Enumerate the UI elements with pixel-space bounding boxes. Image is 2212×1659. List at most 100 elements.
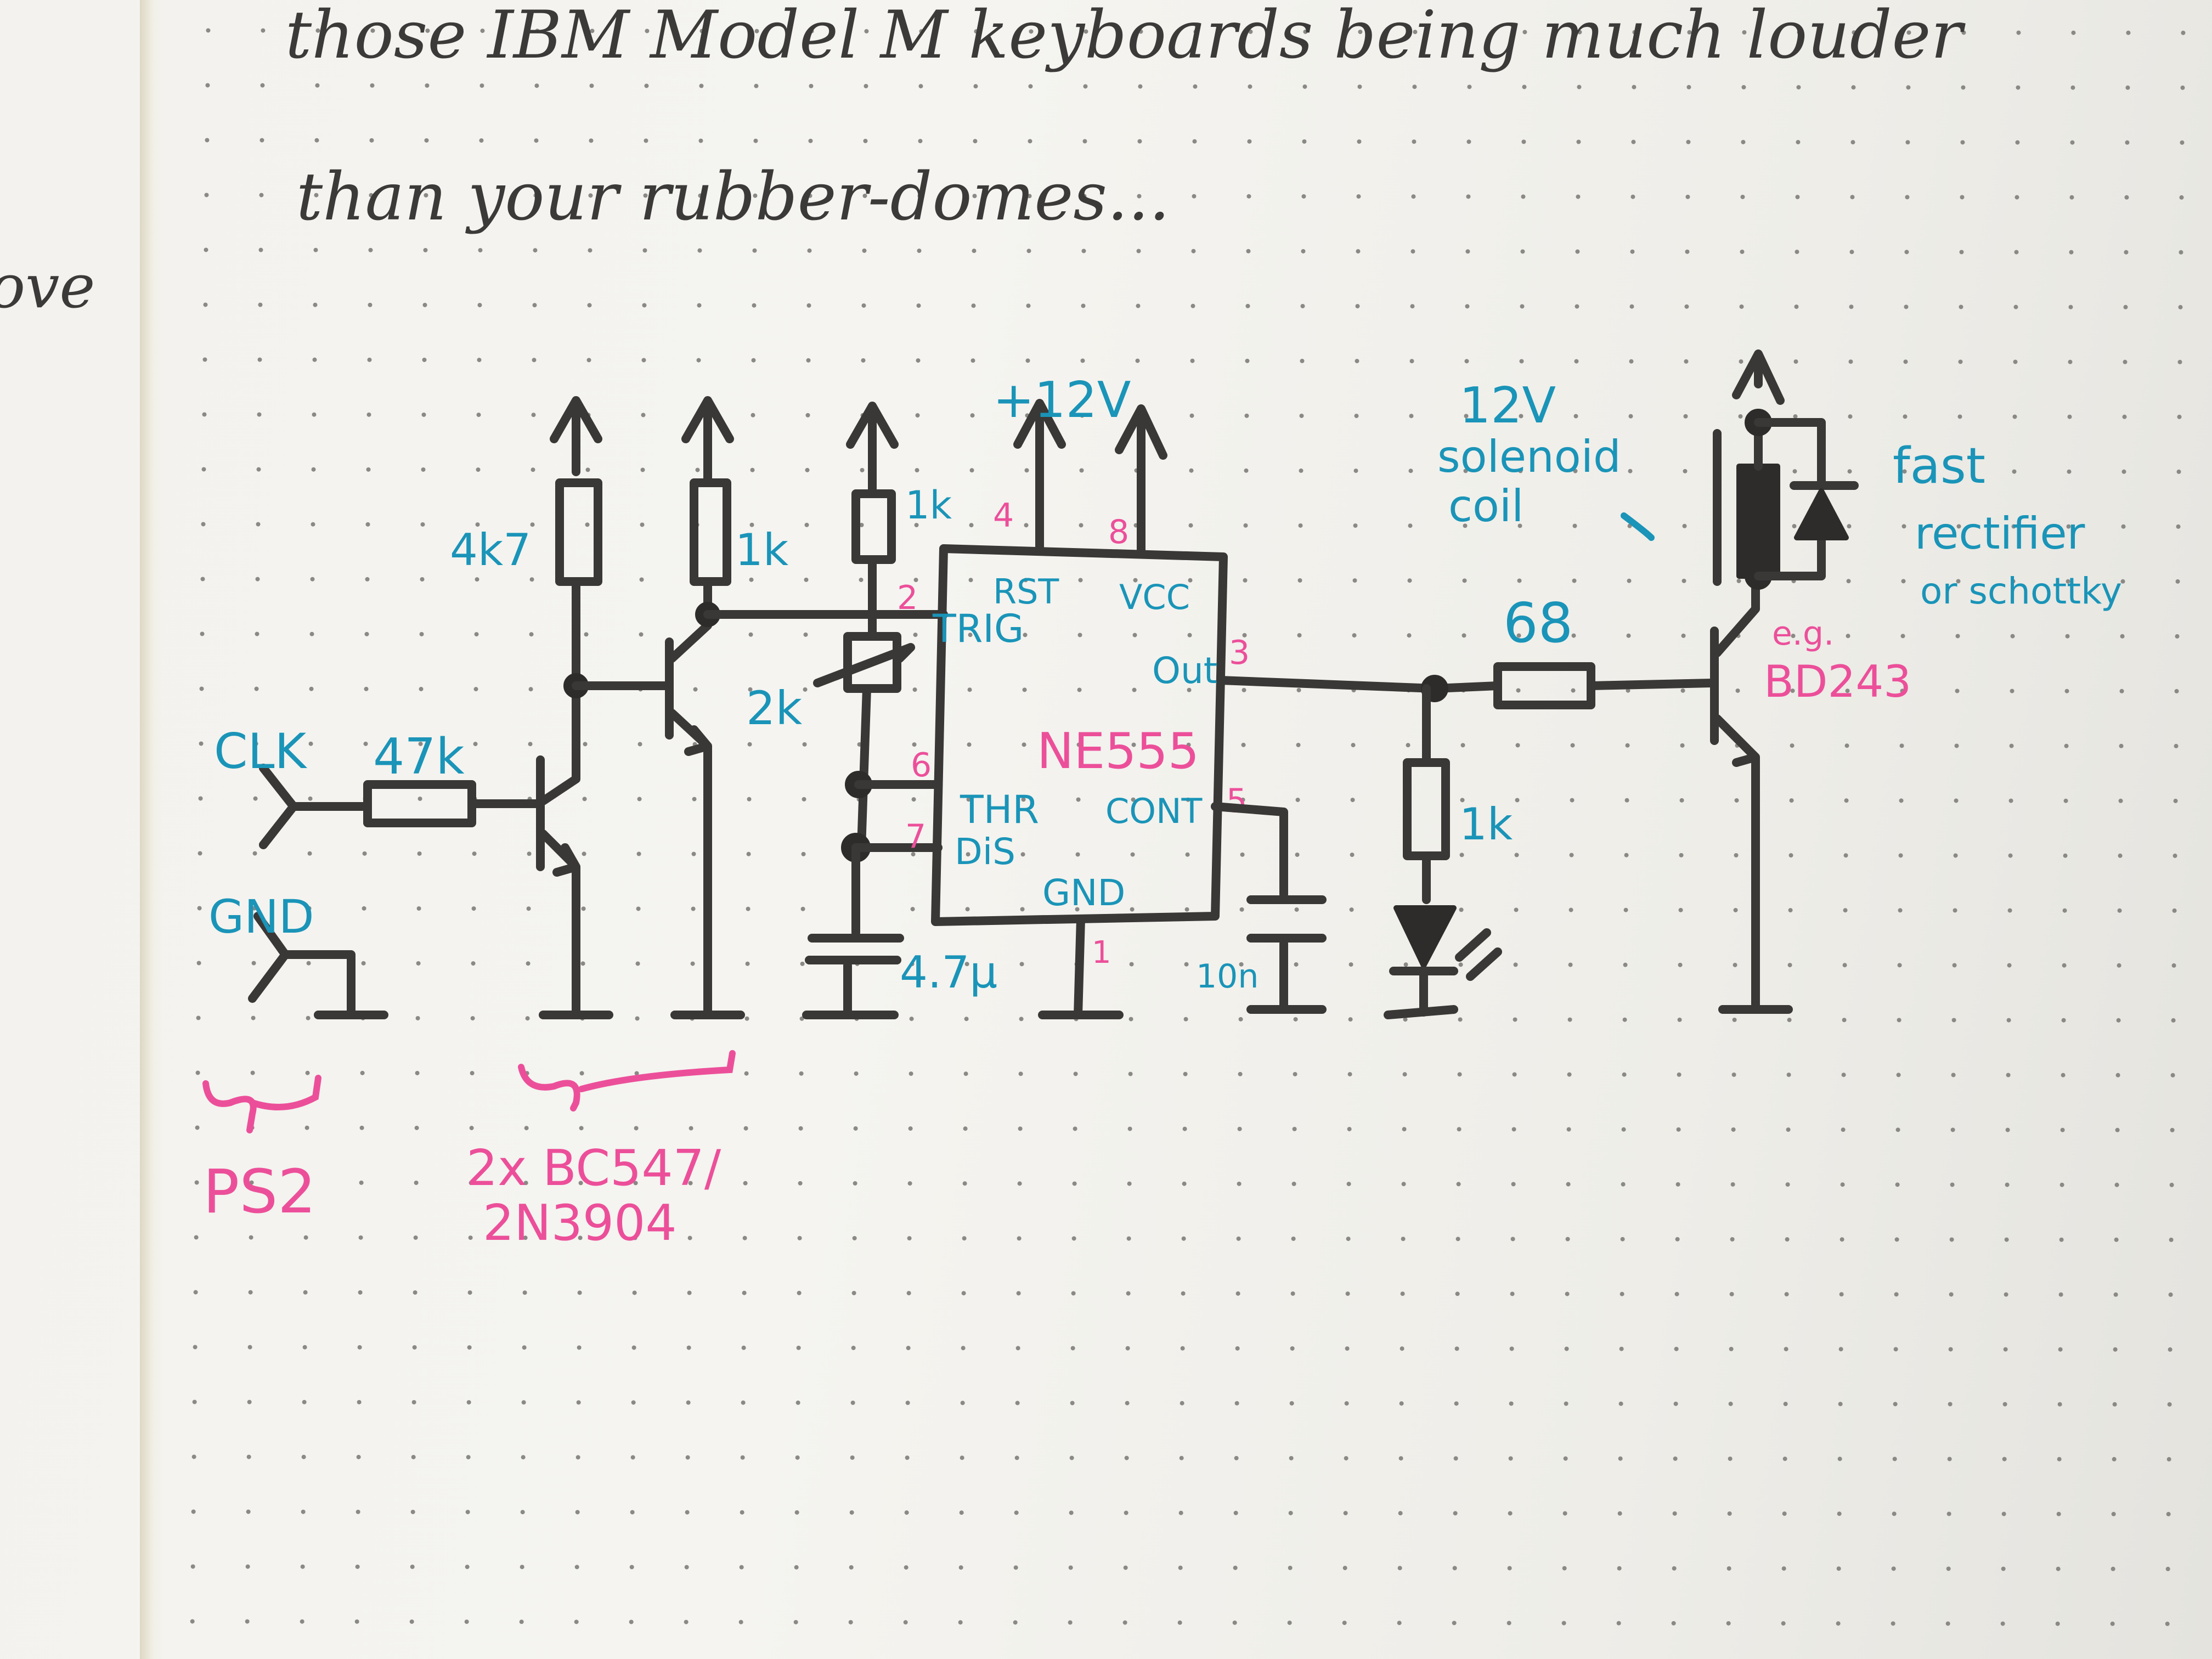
grid-dot: [1850, 195, 1855, 200]
grid-dot: [1124, 1510, 1128, 1515]
grid-dot: [1401, 1182, 1406, 1187]
grid-dot: [2122, 414, 2127, 419]
grid-dot: [1081, 303, 1086, 308]
grid-dot: [1671, 1621, 1676, 1626]
grid-dot: [527, 851, 532, 856]
grid-dot: [1076, 797, 1081, 802]
grid-dot: [260, 83, 265, 88]
grid-dot: [300, 1619, 304, 1624]
grid-dot: [2179, 250, 2183, 255]
grid-dot: [1573, 469, 1578, 473]
grid-dot: [749, 522, 754, 527]
grid-dot: [964, 1017, 969, 1022]
grid-dot: [968, 633, 973, 637]
grid-dot: [200, 631, 205, 636]
grid-dot: [2177, 414, 2182, 419]
grid-dot: [1237, 1126, 1242, 1131]
grid-dot: [363, 741, 368, 746]
grid-dot: [1402, 1072, 1407, 1077]
grid-dot: [309, 631, 314, 636]
grid-dot: [253, 741, 258, 746]
grid-dot: [972, 249, 977, 253]
grid-dot: [1029, 29, 1034, 34]
grid-dot: [1467, 84, 1472, 89]
grid-dot: [1848, 414, 1853, 419]
grid-dot: [1290, 1346, 1295, 1351]
grid-dot: [963, 1126, 968, 1131]
grid-dot: [472, 851, 477, 856]
pin-cont-name: CONT: [1105, 791, 1203, 831]
grid-dot: [746, 851, 751, 856]
grid-dot: [1949, 1292, 1954, 1297]
grid-dot: [190, 1619, 195, 1624]
grid-dot: [1568, 962, 1573, 967]
grid-dot: [410, 1564, 415, 1569]
grid-dot: [917, 194, 922, 199]
grid-dot: [2014, 250, 2019, 255]
grid-dot: [1183, 1017, 1188, 1022]
grid-dot: [308, 796, 313, 801]
grid-dot: [1788, 908, 1793, 913]
grid-dot: [247, 1400, 252, 1404]
grid-dot: [635, 961, 640, 966]
grid-dot: [1617, 1566, 1622, 1571]
grid-dot: [958, 1565, 963, 1570]
capacitor-4u7-label: 4.7µ: [900, 947, 997, 998]
grid-dot: [1135, 358, 1140, 363]
grid-dot: [2062, 963, 2067, 968]
grid-dot: [1516, 633, 1521, 638]
grid-dot: [1895, 1127, 1900, 1132]
grid-dot: [635, 1016, 640, 1021]
grid-dot: [689, 1126, 693, 1131]
grid-dot: [1955, 634, 1960, 639]
grid-dot: [1733, 907, 1738, 912]
grid-dot: [1619, 1346, 1624, 1351]
grid-dot: [589, 138, 594, 143]
grid-dot: [909, 1017, 914, 1022]
grid-dot: [1728, 1401, 1733, 1406]
grid-dot: [1569, 853, 1574, 857]
grid-dot: [306, 961, 311, 966]
grid-dot: [1508, 1511, 1513, 1516]
grid-dot: [1412, 84, 1417, 89]
grid-dot: [913, 633, 918, 637]
grid-dot: [743, 1181, 748, 1186]
grid-dot: [1950, 1182, 1955, 1187]
grid-dot: [1621, 1182, 1626, 1187]
grid-dot: [206, 28, 211, 33]
grid-dot: [795, 1455, 800, 1460]
grid-dot: [1949, 1237, 1954, 1242]
grid-dot: [1515, 798, 1520, 803]
grid-dot: [961, 1291, 966, 1296]
grid-dot: [473, 687, 478, 692]
grid-dot: [252, 851, 257, 856]
grid-dot: [1620, 1237, 1625, 1242]
grid-dot: [742, 1290, 747, 1295]
grid-dot: [1343, 1511, 1348, 1516]
grid-dot: [1519, 414, 1523, 419]
grid-dot: [578, 1235, 583, 1240]
grid-dot: [2061, 1073, 2066, 1077]
grid-dot: [2165, 1621, 2170, 1626]
grid-dot: [579, 1126, 584, 1131]
ps2-brace: [202, 1075, 321, 1133]
grid-dot: [1398, 1456, 1403, 1461]
grid-dot: [746, 906, 751, 911]
grid-dot: [2069, 250, 2074, 255]
grid-dot: [2171, 963, 2176, 968]
grid-dot: [2013, 304, 2018, 309]
grid-dot: [1294, 907, 1299, 912]
grid-dot: [587, 303, 592, 308]
grid-dot: [524, 1126, 529, 1131]
grid-dot: [643, 193, 648, 198]
grid-dot: [411, 1454, 416, 1459]
solenoid-label-2: solenoid: [1437, 431, 1621, 482]
grid-dot: [1784, 1347, 1788, 1352]
grid-dot: [574, 1565, 579, 1570]
grid-dot: [750, 467, 755, 472]
grid-dot: [1027, 194, 1032, 199]
grid-dot: [1028, 139, 1032, 144]
grid-dot: [1784, 1292, 1789, 1297]
grid-dot: [476, 413, 481, 417]
